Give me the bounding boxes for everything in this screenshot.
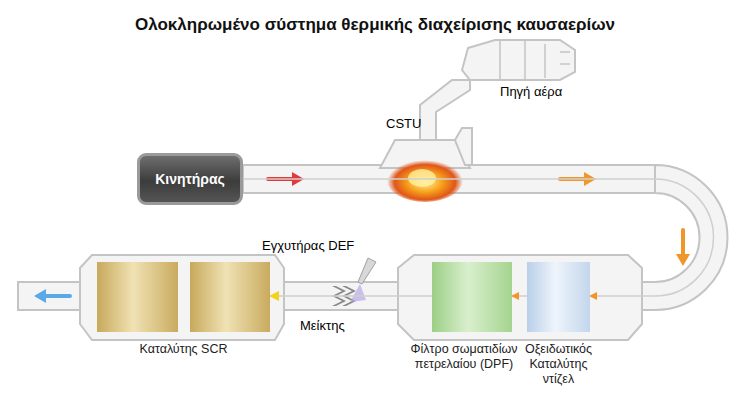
oxidation-catalyst: Οξειδωτικός Καταλύτης ντίζελ (527, 262, 590, 332)
unit-name: CSTU (386, 116, 421, 132)
catalyst-brick (97, 262, 178, 332)
part-name: Εγχυτήρας DEF (262, 238, 354, 254)
component-label: Οξειδωτικός Καταλύτης ντίζελ (516, 342, 602, 387)
node-label: Κινητήρας (155, 171, 225, 187)
part-name: Πηγή αέρα (500, 84, 562, 100)
scr-catalyst: Καταλύτης SCR (97, 262, 270, 332)
diagram-title: Ολοκληρωμένο σύστημα θερμικής διαχείριση… (0, 15, 750, 35)
engine-box: Κινητήρας (137, 153, 243, 205)
part-name: Μείκτης (300, 318, 345, 334)
catalyst-brick (190, 262, 270, 332)
exhaust-flow (270, 295, 432, 297)
exhaust-flow (512, 295, 527, 297)
component-label: Καταλύτης SCR (104, 342, 264, 357)
particulate-filter: Φίλτρο σωματιδίων πετρελαίου (DPF) (432, 262, 512, 332)
component-label: Φίλτρο σωματιδίων πετρελαίου (DPF) (408, 342, 520, 372)
